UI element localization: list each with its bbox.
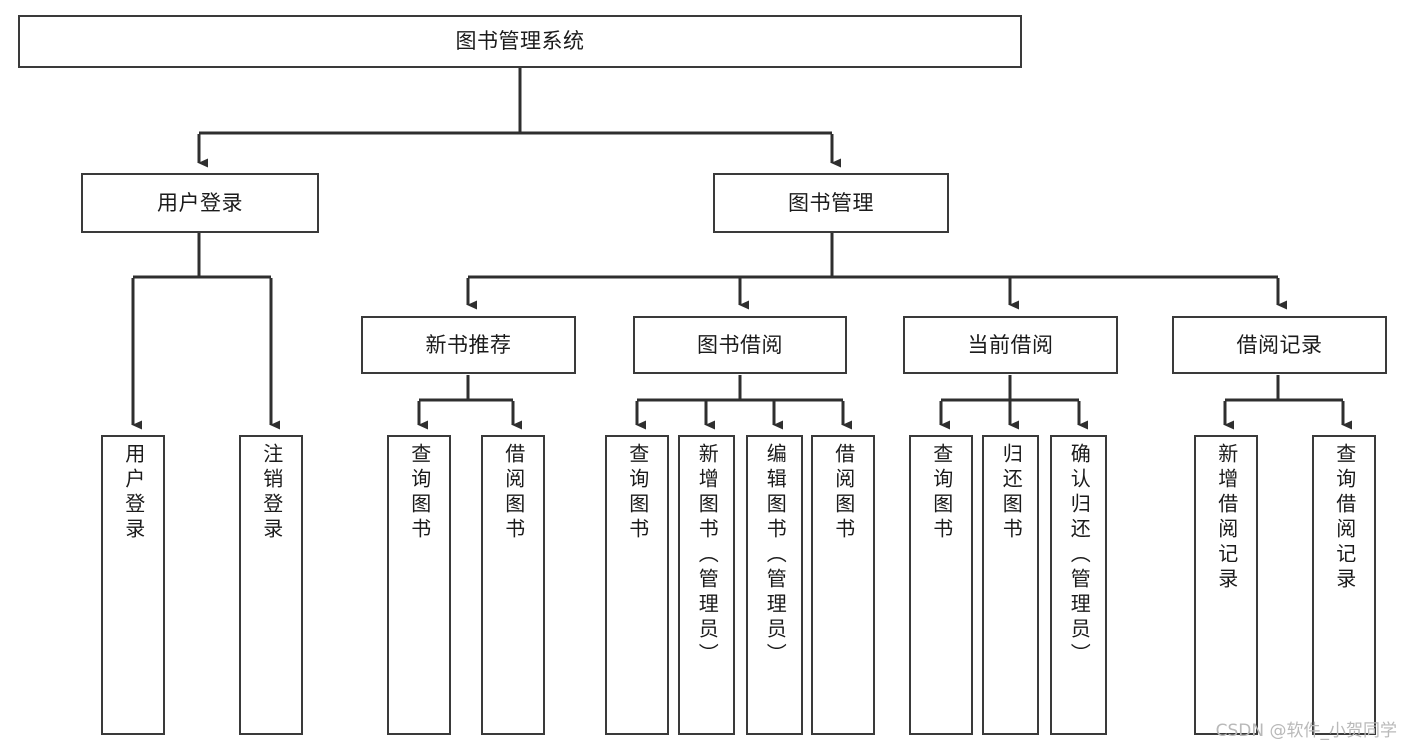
leaf-borrow-book-recommend[interactable]: 借阅图书 <box>481 435 545 735</box>
leaf-edit-book-admin[interactable]: 编辑图书（管理员） <box>746 435 803 735</box>
leaf-query-borrow-record[interactable]: 查询借阅记录 <box>1312 435 1376 735</box>
leaf-add-borrow-record-label: 新增借阅记录 <box>1214 443 1239 593</box>
node-borrow-record-label: 借阅记录 <box>1236 332 1323 357</box>
leaf-logout[interactable]: 注销登录 <box>239 435 303 735</box>
leaf-query-borrow-record-label: 查询借阅记录 <box>1332 443 1357 593</box>
leaf-confirm-return-admin[interactable]: 确认归还（管理员） <box>1050 435 1107 735</box>
node-root-label: 图书管理系统 <box>455 29 585 54</box>
node-current-borrow-label: 当前借阅 <box>967 332 1054 357</box>
node-new-book-recommend[interactable]: 新书推荐 <box>361 316 576 374</box>
leaf-query-book-borrow[interactable]: 查询图书 <box>605 435 669 735</box>
leaf-query-book-current-label: 查询图书 <box>929 443 954 543</box>
leaf-add-book-admin-label: 新增图书（管理员） <box>695 443 720 668</box>
leaf-logout-label: 注销登录 <box>259 443 284 543</box>
leaf-borrow-book-recommend-label: 借阅图书 <box>501 443 526 543</box>
leaf-user-login-label: 用户登录 <box>121 443 146 543</box>
leaf-confirm-return-admin-label: 确认归还（管理员） <box>1067 443 1092 668</box>
leaf-query-book-borrow-label: 查询图书 <box>625 443 650 543</box>
leaf-borrow-book-label: 借阅图书 <box>831 443 856 543</box>
node-user-login[interactable]: 用户登录 <box>81 173 319 233</box>
node-book-borrow-label: 图书借阅 <box>697 332 783 357</box>
node-new-book-recommend-label: 新书推荐 <box>425 332 512 357</box>
leaf-add-borrow-record[interactable]: 新增借阅记录 <box>1194 435 1258 735</box>
watermark-text: CSDN @软件_小贺同学 <box>1215 721 1397 741</box>
node-root[interactable]: 图书管理系统 <box>18 15 1022 68</box>
leaf-return-book-label: 归还图书 <box>999 443 1024 543</box>
node-book-borrow[interactable]: 图书借阅 <box>633 316 847 374</box>
leaf-query-book-recommend[interactable]: 查询图书 <box>387 435 451 735</box>
node-borrow-record[interactable]: 借阅记录 <box>1172 316 1387 374</box>
node-book-management[interactable]: 图书管理 <box>713 173 949 233</box>
node-current-borrow[interactable]: 当前借阅 <box>903 316 1118 374</box>
node-book-management-label: 图书管理 <box>788 190 874 215</box>
leaf-query-book-current[interactable]: 查询图书 <box>909 435 973 735</box>
leaf-borrow-book[interactable]: 借阅图书 <box>811 435 875 735</box>
leaf-query-book-recommend-label: 查询图书 <box>407 443 432 543</box>
leaf-add-book-admin[interactable]: 新增图书（管理员） <box>678 435 735 735</box>
leaf-edit-book-admin-label: 编辑图书（管理员） <box>763 443 788 668</box>
leaf-return-book[interactable]: 归还图书 <box>982 435 1039 735</box>
leaf-user-login[interactable]: 用户登录 <box>101 435 165 735</box>
node-user-login-label: 用户登录 <box>157 190 243 215</box>
